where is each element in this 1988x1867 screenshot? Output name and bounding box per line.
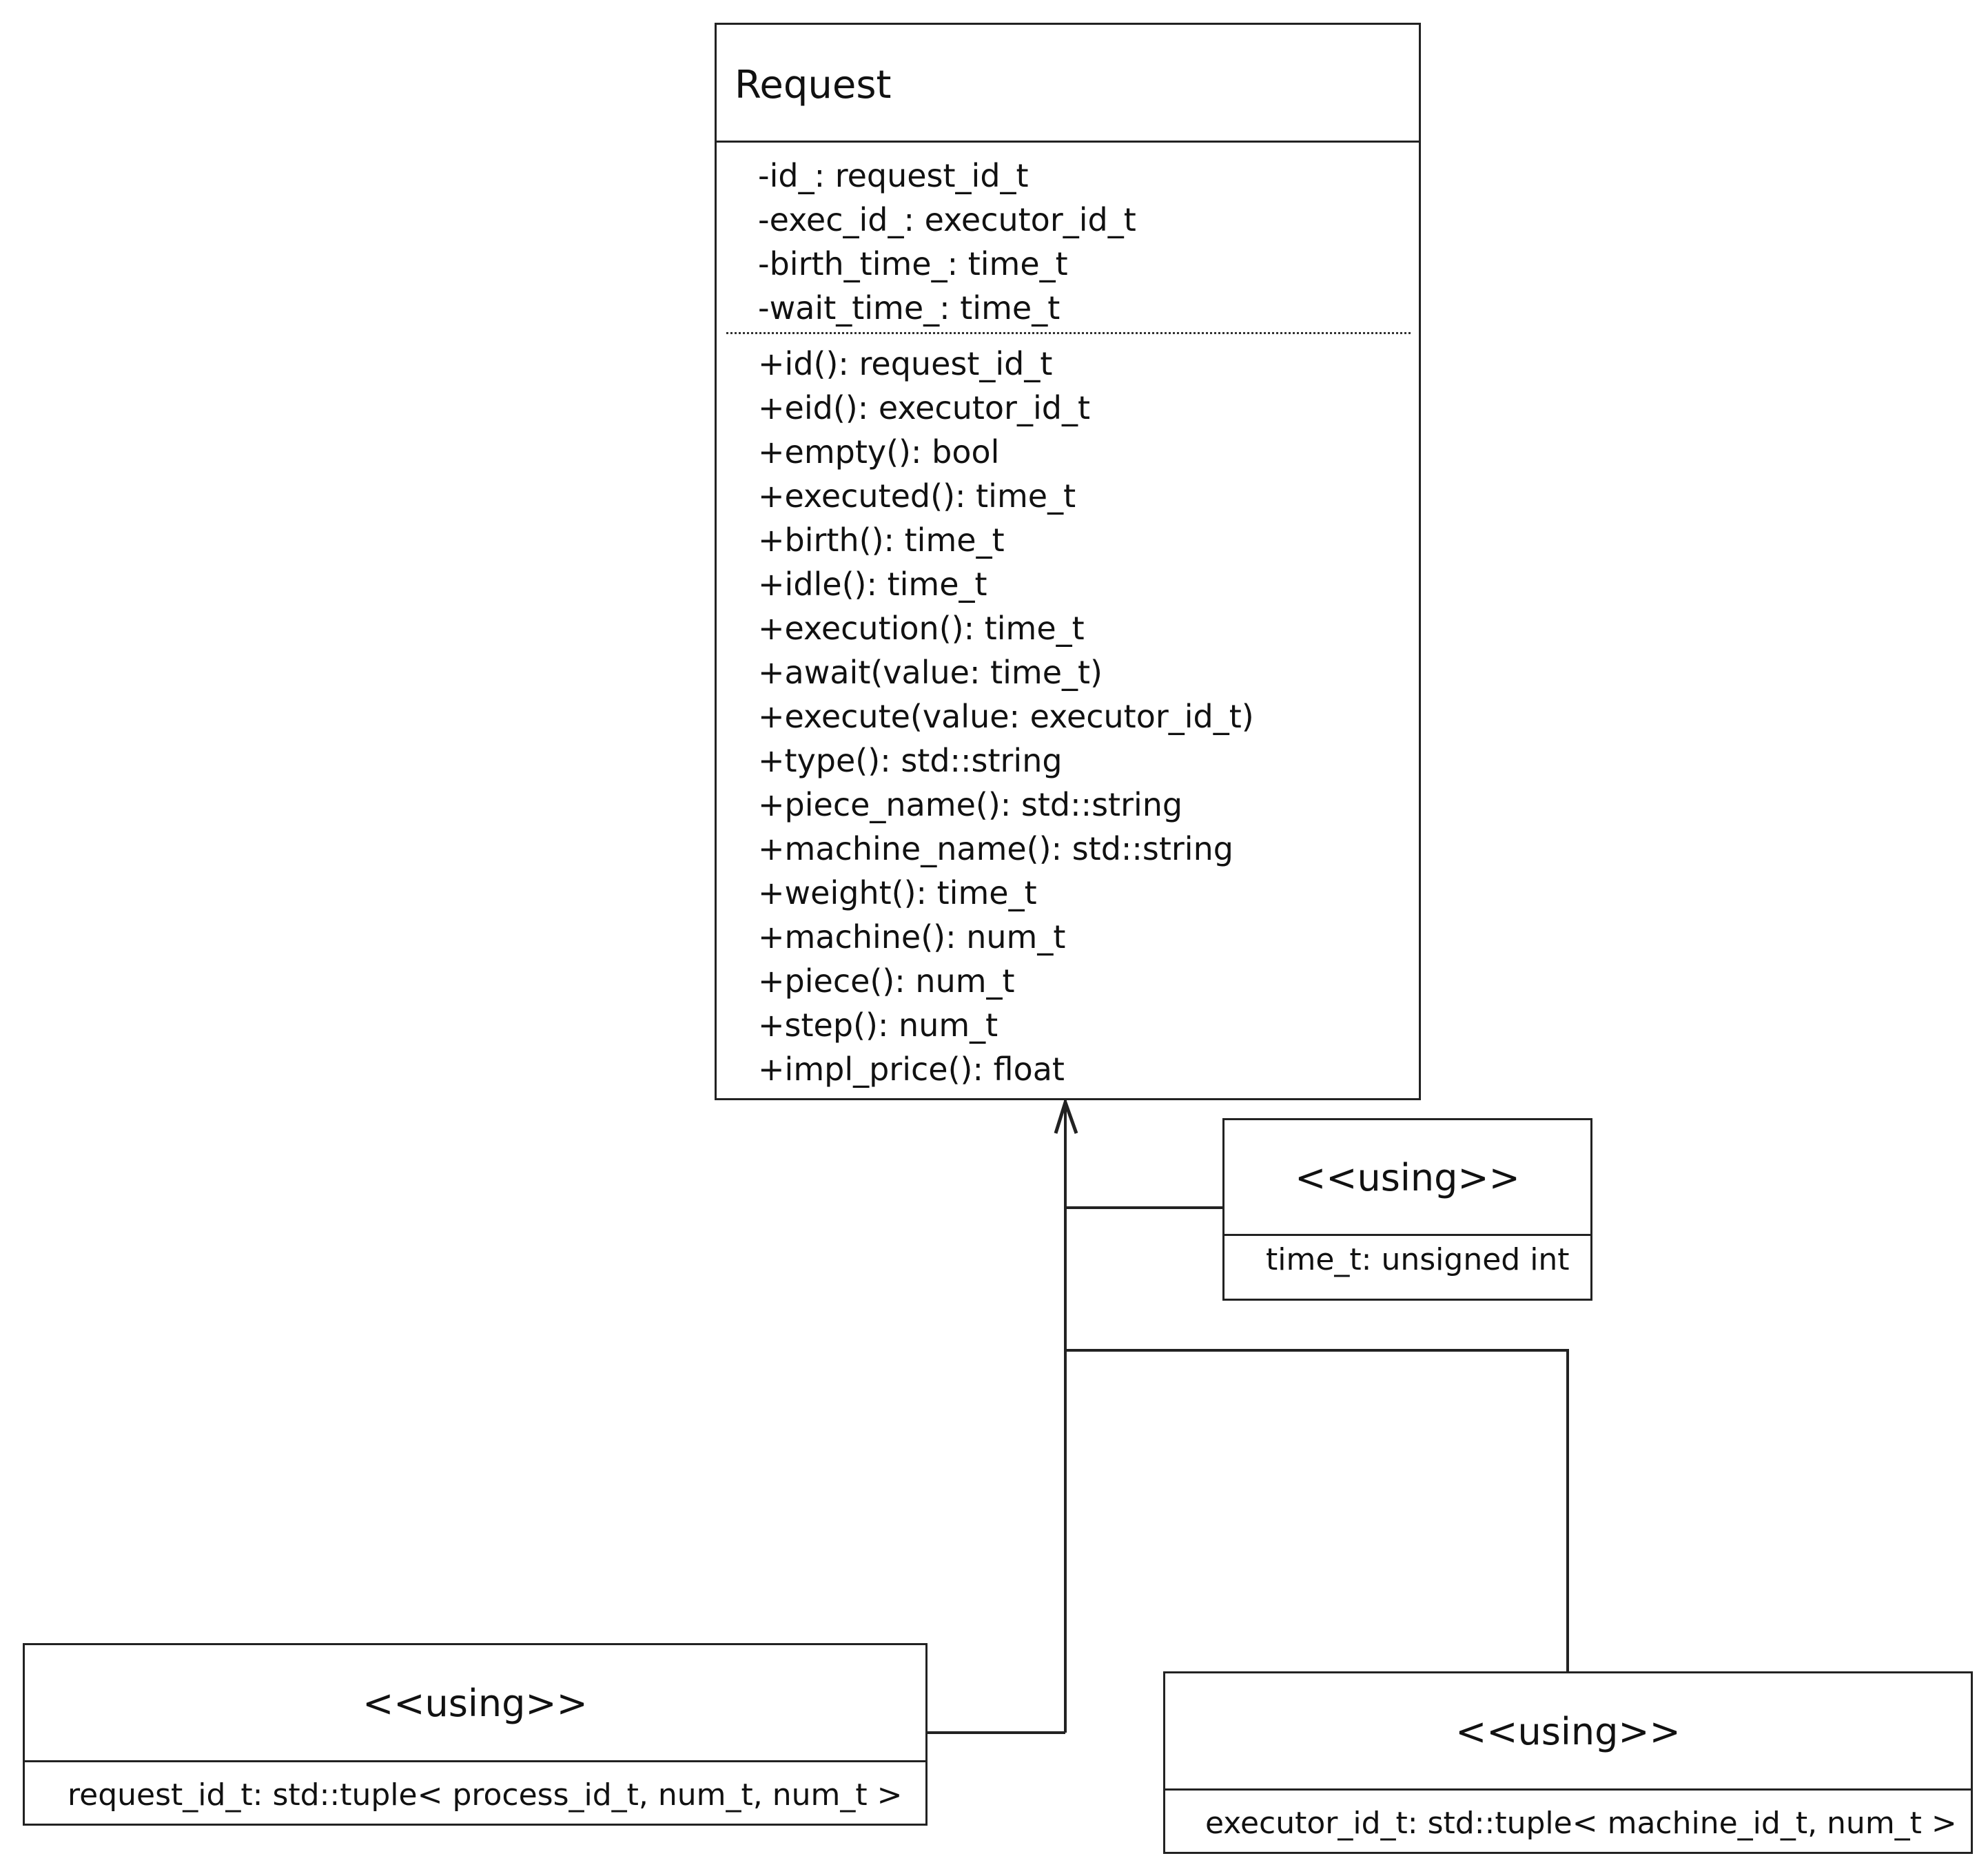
method-item: +idle(): time_t <box>758 566 987 603</box>
type-alias-definition: executor_id_t: std::tuple< machine_id_t,… <box>1205 1806 1957 1841</box>
method-item: +machine_name(): std::string <box>758 830 1233 867</box>
method-item: +type(): std::string <box>758 742 1063 779</box>
arrowhead-open <box>1054 1097 1078 1134</box>
using-request-id-box: <<using>> request_id_t: std::tuple< proc… <box>23 1643 928 1826</box>
attribute-item: -id_: request_id_t <box>758 157 1029 194</box>
compartment-separator <box>726 332 1411 334</box>
stereotype-label: <<using>> <box>25 1645 925 1762</box>
method-item: +id(): request_id_t <box>758 345 1053 382</box>
method-list: +id(): request_id_t +eid(): executor_id_… <box>758 342 1419 1091</box>
attribute-item: -wait_time_: time_t <box>758 289 1060 327</box>
using-executor-id-box: <<using>> executor_id_t: std::tuple< mac… <box>1163 1671 1973 1854</box>
method-item: +await(value: time_t) <box>758 654 1103 691</box>
request-class-box: Request -id_: request_id_t -exec_id_: ex… <box>715 23 1421 1100</box>
stereotype-label: <<using>> <box>1165 1673 1971 1791</box>
method-item: +birth(): time_t <box>758 522 1005 559</box>
attribute-list: -id_: request_id_t -exec_id_: executor_i… <box>758 154 1419 330</box>
method-item: +eid(): executor_id_t <box>758 389 1090 426</box>
stereotype-label: <<using>> <box>1224 1120 1590 1236</box>
connector-executor-using <box>1065 1349 1569 1671</box>
method-item: +empty(): bool <box>758 433 1000 471</box>
method-item: +step(): num_t <box>758 1007 998 1044</box>
method-item: +piece_name(): std::string <box>758 786 1183 823</box>
type-alias-definition: request_id_t: std::tuple< process_id_t, … <box>68 1777 903 1813</box>
method-item: +piece(): num_t <box>758 962 1015 1000</box>
method-item: +machine(): num_t <box>758 918 1066 956</box>
class-name: Request <box>717 25 1419 143</box>
attribute-item: -exec_id_: executor_id_t <box>758 201 1136 238</box>
method-item: +executed(): time_t <box>758 477 1076 515</box>
attribute-item: -birth_time_: time_t <box>758 245 1068 282</box>
using-time-box: <<using>> time_t: unsigned int <box>1222 1118 1592 1301</box>
method-item: +execute(value: executor_id_t) <box>758 698 1254 735</box>
type-alias-definition: time_t: unsigned int <box>1266 1242 1570 1277</box>
method-item: +execution(): time_t <box>758 610 1085 647</box>
method-item: +weight(): time_t <box>758 874 1037 911</box>
method-item: +impl_price(): float <box>758 1051 1065 1088</box>
